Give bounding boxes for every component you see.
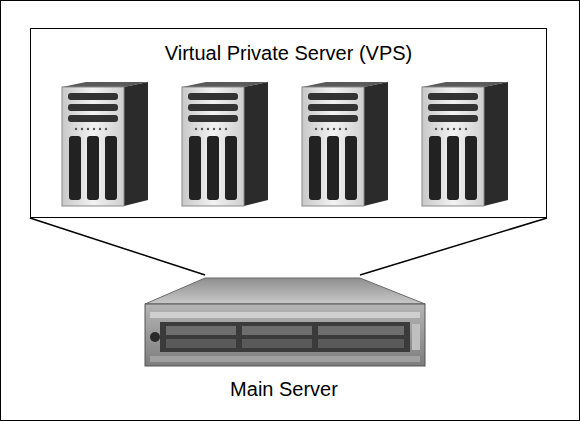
node-label: Main Server xyxy=(230,377,338,401)
tower-server xyxy=(62,82,148,206)
rack-server xyxy=(145,278,425,366)
zoom-line xyxy=(360,218,547,275)
zoom-line xyxy=(30,218,205,275)
tower-server xyxy=(182,82,268,206)
vps-container: Virtual Private Server (VPS) xyxy=(30,28,547,218)
node-label: Virtual Private Server (VPS) xyxy=(165,41,413,65)
main-server: Main Server xyxy=(140,275,428,405)
tower-server xyxy=(302,82,388,206)
tower-server xyxy=(422,82,508,206)
